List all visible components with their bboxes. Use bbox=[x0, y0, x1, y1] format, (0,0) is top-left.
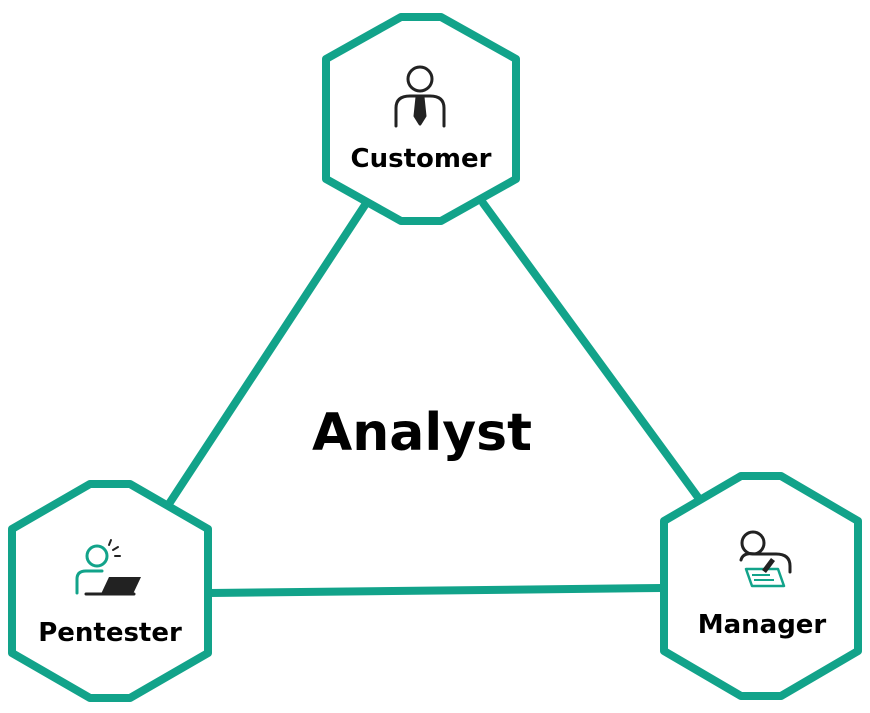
customer-label: Customer bbox=[351, 144, 492, 174]
node-customer: Customer bbox=[322, 13, 520, 225]
person-writing-document-icon bbox=[739, 530, 792, 588]
person-at-laptop-icon bbox=[75, 539, 141, 596]
node-manager: Manager bbox=[660, 472, 862, 700]
manager-label: Manager bbox=[698, 610, 827, 640]
person-with-tie-icon bbox=[394, 65, 446, 128]
edge-customer-manager bbox=[479, 199, 704, 504]
center-label: Analyst bbox=[312, 403, 532, 463]
edge-customer-pentester bbox=[161, 201, 369, 514]
pentester-label: Pentester bbox=[38, 618, 182, 648]
edge-pentester-manager bbox=[206, 584, 666, 597]
node-pentester: Pentester bbox=[8, 480, 212, 702]
